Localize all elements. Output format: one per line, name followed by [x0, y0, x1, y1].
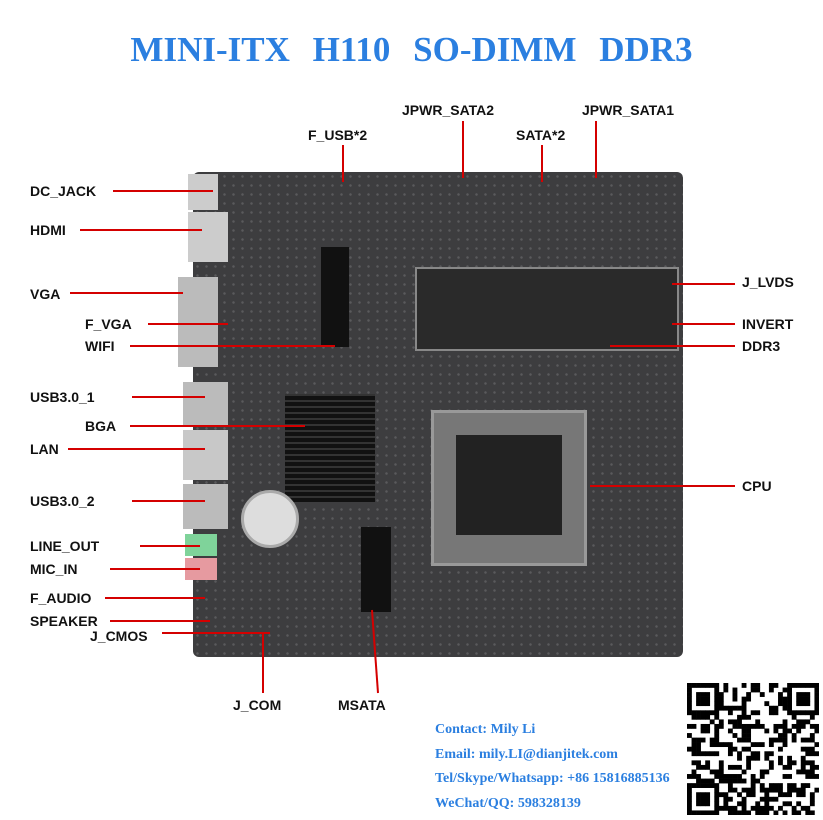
vga-connector	[178, 277, 218, 367]
label-vga: VGA	[30, 286, 61, 302]
mic-in-jack	[185, 558, 217, 580]
hdmi-port	[188, 212, 228, 262]
cmos-battery	[241, 490, 299, 548]
contact-wechat: WeChat/QQ: 598328139	[435, 796, 581, 811]
label-lan: LAN	[30, 441, 59, 457]
label-ddr3: DDR3	[742, 338, 781, 354]
label-j-com: J_COM	[233, 697, 282, 713]
msata-slot	[361, 527, 391, 612]
label-j-cmos: J_CMOS	[90, 628, 148, 644]
label-usb3-1: USB3.0_1	[30, 389, 95, 405]
motherboard	[178, 172, 683, 657]
label-f-vga: F_VGA	[85, 316, 132, 332]
usb-port-2	[183, 484, 228, 529]
label-mic-in: MIC_IN	[30, 561, 78, 577]
contact-phone: Tel/Skype/Whatsapp: +86 15816885136	[435, 771, 670, 786]
label-jpwr-sata2: JPWR_SATA2	[402, 102, 495, 118]
label-wifi: WIFI	[85, 338, 115, 354]
bga-heatsink	[285, 394, 375, 502]
line-out-jack	[185, 534, 217, 556]
cpu-socket	[431, 410, 587, 566]
usb-port-1	[183, 382, 228, 427]
label-sata: SATA*2	[516, 127, 566, 143]
lan-port	[183, 430, 228, 480]
label-cpu: CPU	[742, 478, 772, 494]
wifi-slot	[321, 247, 349, 347]
label-msata: MSATA	[338, 697, 386, 713]
page-title: MINI-ITX H110 SO-DIMM DDR3	[130, 30, 693, 69]
label-j-lvds: J_LVDS	[742, 274, 794, 290]
label-bga: BGA	[85, 418, 117, 434]
ddr3-slot	[415, 267, 679, 351]
qr-code[interactable]	[687, 683, 820, 816]
label-f-usb: F_USB*2	[308, 127, 368, 143]
label-jpwr-sata1: JPWR_SATA1	[582, 102, 675, 118]
label-invert: INVERT	[742, 316, 794, 332]
label-speaker: SPEAKER	[30, 613, 98, 629]
contact-name: Contact: Mily Li	[435, 722, 536, 737]
label-hdmi: HDMI	[30, 222, 66, 238]
label-f-audio: F_AUDIO	[30, 590, 92, 606]
label-usb3-2: USB3.0_2	[30, 493, 95, 509]
label-dc-jack: DC_JACK	[30, 183, 97, 199]
contact-email: Email: mily.LI@dianjitek.com	[435, 747, 618, 762]
label-line-out: LINE_OUT	[30, 538, 100, 554]
